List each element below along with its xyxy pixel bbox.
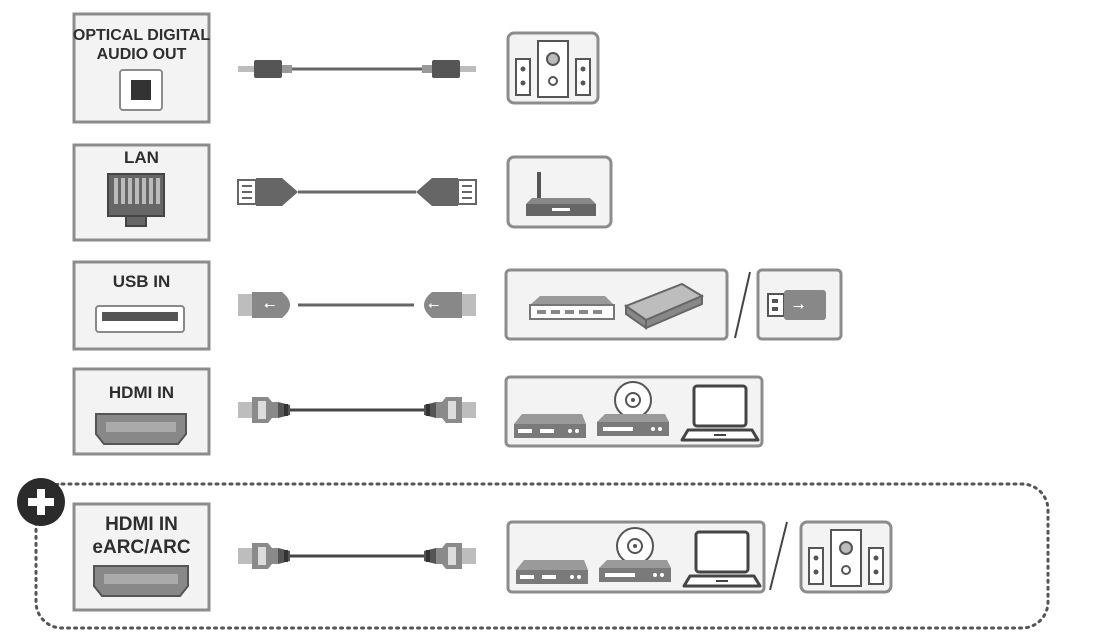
earc-port-label-line1: HDMI IN [105, 514, 178, 535]
row-lan: LAN [72, 143, 613, 242]
earc-dotted-frame [34, 482, 1050, 630]
optical-port-icon [119, 69, 163, 111]
svg-text:⭢: ⭢ [793, 298, 804, 314]
svg-text:eARC/ARC: eARC/ARC [92, 537, 190, 558]
hdmi-port-label: HDMI IN [109, 383, 174, 402]
ethernet-cable-icon [237, 178, 477, 206]
laptop-icon [680, 384, 760, 442]
or-divider [769, 521, 788, 591]
svg-text:⭠: ⭠ [264, 297, 275, 313]
svg-text:AUDIO OUT: AUDIO OUT [97, 46, 187, 63]
hdmi-cable-icon [238, 397, 476, 423]
optical-port-label-line2: AUDIO OUT [97, 46, 187, 63]
router-icon [506, 155, 613, 229]
svg-text:⭠: ⭠ [428, 297, 439, 313]
earc-av-devices-panel [506, 520, 766, 594]
svg-text:USB IN: USB IN [113, 272, 171, 291]
svg-text:LAN: LAN [124, 148, 159, 167]
usb-port-icon [95, 305, 185, 333]
or-divider [734, 271, 751, 339]
set-top-box-icon [516, 560, 588, 584]
plus-icon [17, 478, 65, 526]
lan-port-icon [107, 173, 165, 227]
usb-storage-devices-panel [504, 268, 729, 341]
hdmi-port-icon [95, 413, 187, 445]
lan-port-label: LAN [124, 148, 159, 167]
earc-port-label-line2: eARC/ARC [92, 537, 190, 558]
row-usb: USB IN ⭠ ⭠ [72, 260, 843, 351]
optical-port-label-line1: OPTICAL DIGITAL [73, 27, 210, 44]
usb-flash-drive-panel: ⭢ [756, 268, 843, 341]
usb-flash-drive-icon: ⭢ [767, 290, 826, 320]
optical-cable-icon [238, 60, 476, 78]
usb-cable-icon: ⭠ ⭠ [238, 292, 476, 318]
row-hdmi: HDMI IN [72, 367, 764, 456]
usb-port-label: USB IN [113, 272, 171, 291]
laptop-icon [682, 530, 762, 588]
sound-bar-speaker-icon [506, 31, 600, 105]
row-hdmi-earc: HDMI IN eARC/ARC [17, 478, 1050, 630]
sound-bar-speaker-icon [799, 520, 893, 594]
earc-port-icon [93, 565, 189, 597]
external-hard-drive-icon [623, 282, 705, 330]
svg-text:OPTICAL DIGITAL: OPTICAL DIGITAL [73, 27, 210, 44]
row-optical: OPTICAL DIGITAL AUDIO OUT [72, 12, 600, 124]
set-top-box-icon [514, 414, 586, 438]
svg-text:HDMI IN: HDMI IN [105, 514, 178, 535]
svg-text:HDMI IN: HDMI IN [109, 383, 174, 402]
hdmi-earc-cable-icon [238, 543, 476, 569]
av-devices-panel [504, 375, 764, 448]
usb-hub-icon [529, 296, 615, 320]
